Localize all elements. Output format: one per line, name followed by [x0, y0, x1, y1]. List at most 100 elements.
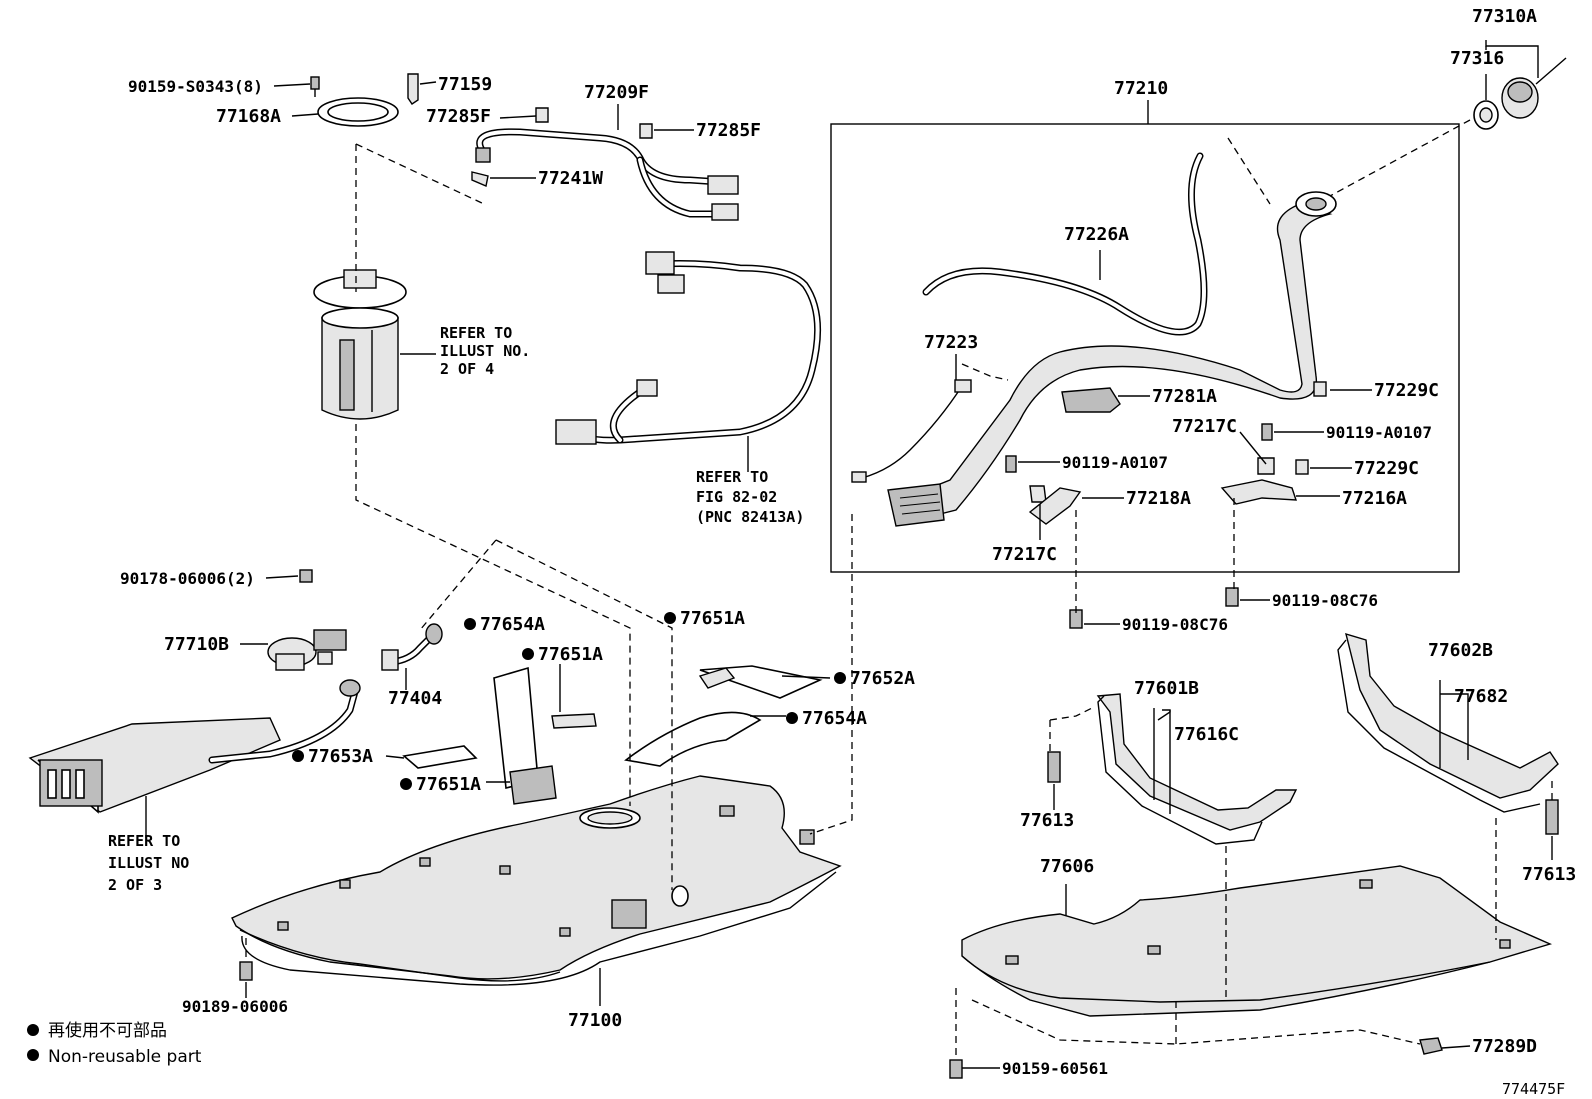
- ref-pump-line1: REFER TO: [440, 324, 512, 342]
- label-77217c-b[interactable]: 77217C: [992, 544, 1057, 565]
- part-77281a-bracket: [1061, 387, 1121, 413]
- ref-canister-line3: 2 OF 3: [108, 876, 162, 894]
- label-77613-a[interactable]: 77613: [1020, 810, 1074, 831]
- label-77216a[interactable]: 77216A: [1342, 488, 1407, 509]
- label-77100[interactable]: 77100: [568, 1010, 622, 1031]
- part-90189-06006-bolt: [239, 961, 253, 981]
- label-90189-06006[interactable]: 90189-06006: [182, 997, 288, 1016]
- label-77601b[interactable]: 77601B: [1134, 678, 1199, 699]
- non-reusable-markers: [27, 612, 846, 1061]
- label-77654a-a[interactable]: 77654A: [480, 614, 545, 635]
- part-77159-clip: [407, 73, 419, 105]
- part-77613-bolt-a: [1047, 751, 1061, 783]
- label-77285f-a[interactable]: 77285F: [426, 106, 491, 127]
- reference-notes: REFER TO ILLUST NO. 2 OF 4 REFER TO FIG …: [108, 324, 804, 894]
- label-77602b[interactable]: 77602B: [1428, 640, 1493, 661]
- label-77218a[interactable]: 77218A: [1126, 488, 1191, 509]
- label-77682[interactable]: 77682: [1454, 686, 1508, 707]
- part-77218a-bracket: [1028, 487, 1082, 525]
- label-77613-b[interactable]: 77613: [1522, 864, 1576, 885]
- ref-canister-line1: REFER TO: [108, 832, 180, 850]
- dot-77651a-a: [522, 648, 534, 660]
- label-90119-a0107-a[interactable]: 90119-A0107: [1326, 423, 1432, 442]
- part-number-labels: 90159-S0343(8) 77159 77168A 77285F 77209…: [120, 6, 1576, 1098]
- ref-wire-line3: (PNC 82413A): [696, 508, 804, 526]
- part-90119-a0107-bolt-a: [1261, 423, 1273, 441]
- label-77710b[interactable]: 77710B: [164, 634, 229, 655]
- part-77100-fuel-tank: [231, 775, 842, 986]
- dot-77653a: [292, 750, 304, 762]
- part-77404-hose: [381, 623, 443, 671]
- part-77710b-valve: [267, 629, 347, 671]
- part-77168a-gasket: [317, 97, 399, 127]
- part-77217c-clamp-b: [1029, 485, 1047, 503]
- label-77616c[interactable]: 77616C: [1174, 724, 1239, 745]
- legend-dot-en: [27, 1049, 39, 1061]
- part-wiring-harness: [555, 251, 822, 445]
- part-77613-bolt-b: [1545, 799, 1559, 835]
- part-77601b-band: [1096, 693, 1298, 845]
- leader-lines: [145, 40, 1553, 1069]
- label-77168a[interactable]: 77168A: [216, 106, 281, 127]
- ref-pump-line3: 2 OF 4: [440, 360, 494, 378]
- label-77226a[interactable]: 77226A: [1064, 224, 1129, 245]
- legend: 再使用不可部品 Non-reusable part: [48, 1020, 202, 1067]
- dot-77652a: [834, 672, 846, 684]
- part-77209f-wiring: [471, 107, 739, 221]
- part-fuel-pump-module: [313, 269, 407, 420]
- part-77229c-clip-a: [1313, 381, 1327, 397]
- label-77210[interactable]: 77210: [1114, 78, 1168, 99]
- label-77654a-b[interactable]: 77654A: [802, 708, 867, 729]
- label-77651a-a[interactable]: 77651A: [538, 644, 603, 665]
- label-77229c-b[interactable]: 77229C: [1354, 458, 1419, 479]
- dot-77654a-b: [786, 712, 798, 724]
- label-77606[interactable]: 77606: [1040, 856, 1094, 877]
- part-77651a-tape-a: [551, 713, 597, 729]
- legend-text-en: Non-reusable part: [48, 1047, 202, 1067]
- label-77229c-a[interactable]: 77229C: [1374, 380, 1439, 401]
- part-77216a-bracket: [1220, 479, 1297, 505]
- label-77404[interactable]: 77404: [388, 688, 442, 709]
- label-90119-08c76-a[interactable]: 90119-08C76: [1272, 591, 1378, 610]
- part-90159-s0343-bolt: [310, 76, 320, 97]
- label-77241w[interactable]: 77241W: [538, 168, 603, 189]
- label-77652a[interactable]: 77652A: [850, 668, 915, 689]
- part-77602b-band: [1337, 632, 1559, 813]
- ref-wire-line2: FIG 82-02: [696, 488, 777, 506]
- part-90159-60561-bolt: [949, 1059, 963, 1079]
- label-90159-60561[interactable]: 90159-60561: [1002, 1059, 1108, 1078]
- part-charcoal-canister: [28, 679, 361, 814]
- label-90159-s0343[interactable]: 90159-S0343(8): [128, 77, 263, 96]
- part-90178-06006-nut: [299, 569, 313, 583]
- label-77316[interactable]: 77316: [1450, 48, 1504, 69]
- dot-77654a-a: [464, 618, 476, 630]
- label-90178-06006[interactable]: 90178-06006(2): [120, 569, 255, 588]
- label-77289d[interactable]: 77289D: [1472, 1036, 1537, 1057]
- figure-code: 774475F: [1502, 1080, 1565, 1098]
- assembly-box-77210: [830, 123, 1460, 573]
- label-77223[interactable]: 77223: [924, 332, 978, 353]
- part-77310a-fuel-cap: [1501, 57, 1567, 119]
- label-90119-a0107-b[interactable]: 90119-A0107: [1062, 453, 1168, 472]
- label-77310a[interactable]: 77310A: [1472, 6, 1537, 27]
- part-77653a-pad: [402, 745, 478, 769]
- label-77651a-c[interactable]: 77651A: [416, 774, 481, 795]
- label-77281a[interactable]: 77281A: [1152, 386, 1217, 407]
- legend-dot-jp: [27, 1024, 39, 1036]
- part-77651a-tape-c: [509, 765, 557, 805]
- label-77159[interactable]: 77159: [438, 74, 492, 95]
- label-90119-08c76-b[interactable]: 90119-08C76: [1122, 615, 1228, 634]
- label-77651a-b[interactable]: 77651A: [680, 608, 745, 629]
- ref-wire-line1: REFER TO: [696, 468, 768, 486]
- part-77217c-clamp-a: [1257, 457, 1275, 475]
- part-77223-hose: [851, 379, 972, 483]
- part-77316-gasket: [1473, 100, 1499, 130]
- label-77653a[interactable]: 77653A: [308, 746, 373, 767]
- label-77285f-b[interactable]: 77285F: [696, 120, 761, 141]
- part-77289d-clip: [1419, 1037, 1443, 1055]
- label-77209f[interactable]: 77209F: [584, 82, 649, 103]
- label-77217c-a[interactable]: 77217C: [1172, 416, 1237, 437]
- part-90119-a0107-bolt-b: [1005, 455, 1017, 473]
- part-77651a-tape-b: [698, 667, 736, 689]
